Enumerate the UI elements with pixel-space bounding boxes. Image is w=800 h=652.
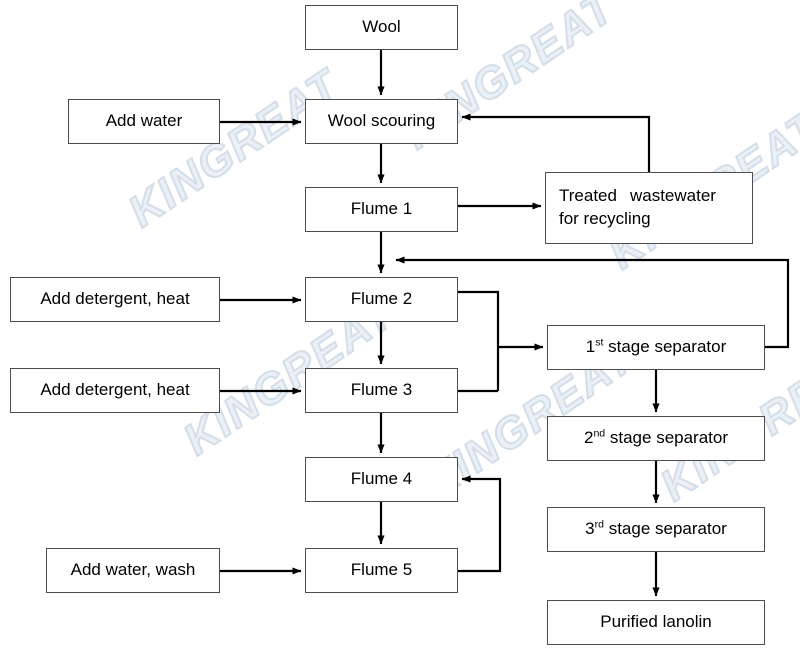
- node-label: Flume 4: [350, 469, 413, 489]
- separator-ordinal-number: 2: [583, 428, 594, 448]
- separator-label: 3rd stage separator: [554, 518, 758, 541]
- separator-label: 2nd stage separator: [554, 427, 758, 450]
- node-sep3: 3rd stage separator: [547, 507, 765, 552]
- node-purified: Purified lanolin: [547, 600, 765, 645]
- separator-label: 1st stage separator: [554, 336, 758, 359]
- separator-rest-label: stage separator: [603, 519, 727, 539]
- node-label: Flume 5: [350, 560, 413, 580]
- node-add_water_wash: Add water, wash: [46, 548, 220, 593]
- treated-line1-word1: Treated: [559, 186, 617, 206]
- node-label: Wool scouring: [327, 111, 436, 131]
- separator-ordinal-number: 1: [585, 337, 596, 357]
- node-add_det2: Add detergent, heat: [10, 368, 220, 413]
- node-add_water: Add water: [68, 99, 220, 144]
- node-label: Flume 1: [350, 199, 413, 219]
- node-label: Add water, wash: [70, 560, 196, 580]
- treated-line1-word2: wastewater: [629, 186, 716, 206]
- node-wool_scouring: Wool scouring: [305, 99, 458, 144]
- node-flume3: Flume 3: [305, 368, 458, 413]
- node-flume1: Flume 1: [305, 187, 458, 232]
- node-sep1: 1st stage separator: [547, 325, 765, 370]
- node-add_det1: Add detergent, heat: [10, 277, 220, 322]
- node-label: Purified lanolin: [600, 612, 712, 632]
- separator-rest-label: stage separator: [603, 337, 727, 357]
- node-label: Add water: [105, 111, 183, 131]
- wire-flume5-return-to-flume4: [458, 475, 502, 573]
- node-label: Add detergent, heat: [40, 289, 190, 309]
- node-flume4: Flume 4: [305, 457, 458, 502]
- node-treated: Treated wastewater for recycling: [545, 172, 753, 244]
- node-wool: Wool: [305, 5, 458, 50]
- node-label: Wool: [362, 17, 401, 37]
- node-label: Add detergent, heat: [40, 380, 190, 400]
- node-flume5: Flume 5: [305, 548, 458, 593]
- separator-ordinal-number: 3: [585, 519, 595, 539]
- wire-treated-return-to-scouring: [461, 113, 651, 172]
- node-label: Flume 3: [350, 380, 413, 400]
- treated-wastewater-label: Treated wastewater for recycling: [559, 185, 746, 231]
- separator-ordinal-suffix: rd: [594, 518, 604, 531]
- separator-rest-label: stage separator: [605, 428, 729, 448]
- treated-line2: for recycling: [559, 209, 651, 228]
- separator-ordinal-suffix: nd: [593, 427, 606, 440]
- node-sep2: 2nd stage separator: [547, 416, 765, 461]
- wire-flume2-bracket: [458, 290, 500, 391]
- node-label: Flume 2: [350, 289, 413, 309]
- node-flume2: Flume 2: [305, 277, 458, 322]
